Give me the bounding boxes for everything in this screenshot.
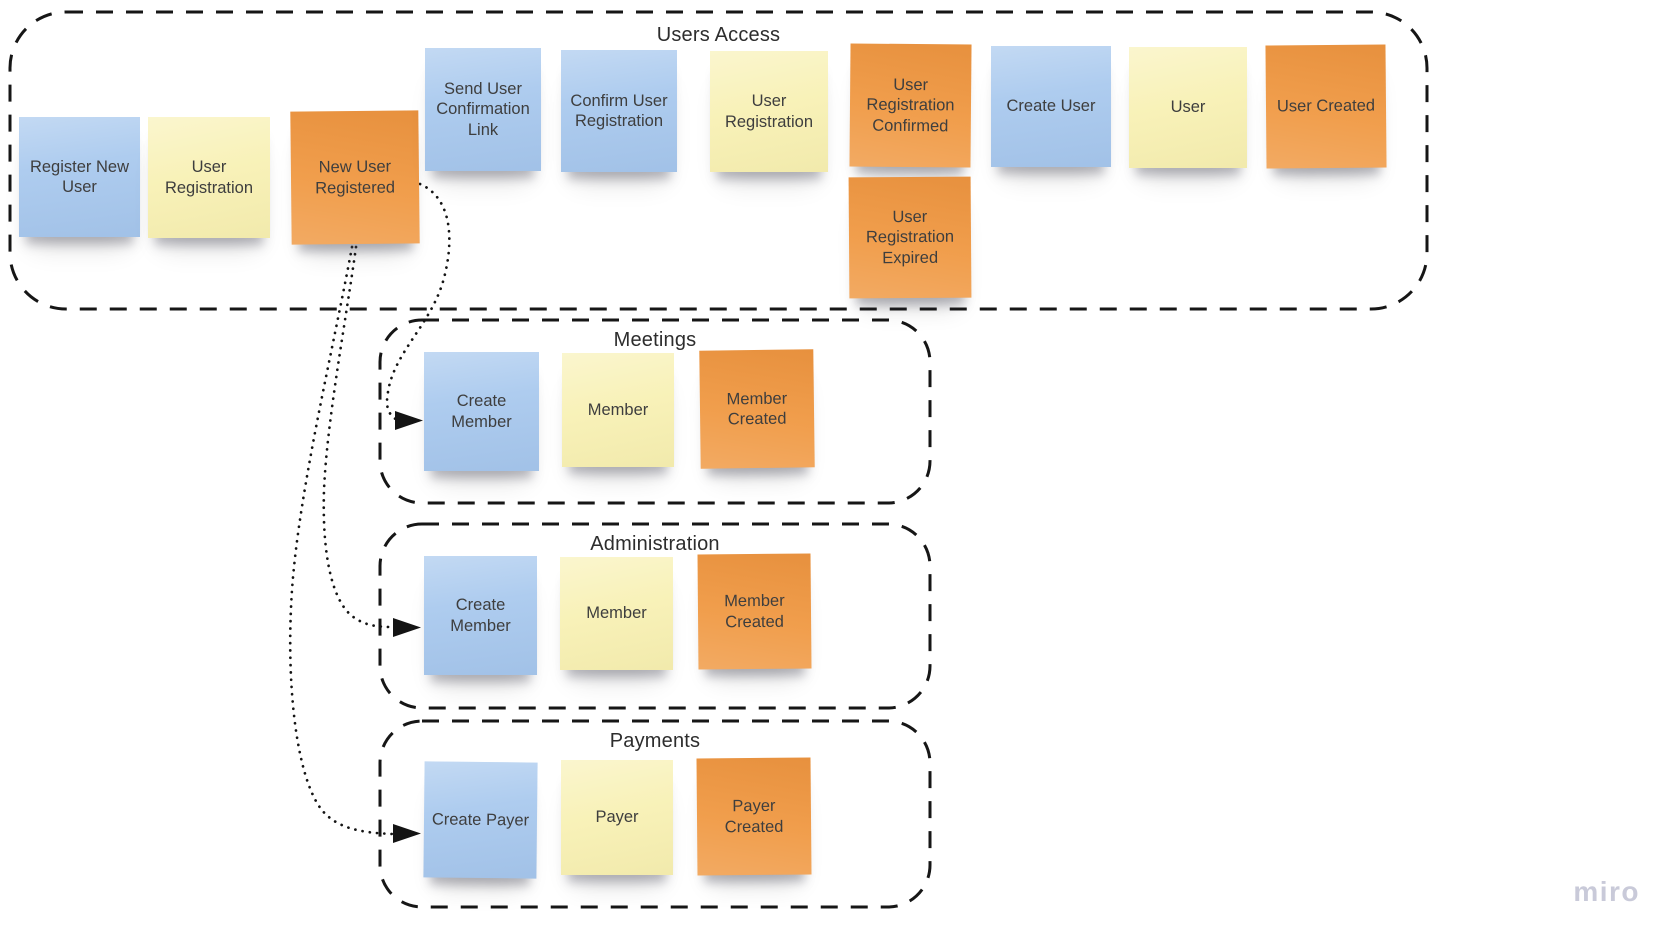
sticky-note-user[interactable]: User [1129,47,1247,168]
sticky-note-meetings-member[interactable]: Member [562,353,674,467]
sticky-note-payments-payer-created[interactable]: Payer Created [696,757,812,876]
sticky-note-user-registration-confirmed[interactable]: User Registration Confirmed [849,43,972,168]
sticky-label: User Registration [724,92,814,131]
sticky-label: Create User [1006,97,1096,116]
sticky-note-administration-member-created[interactable]: Member Created [697,553,812,670]
sticky-label: Member [587,400,649,419]
frame-outline-administration[interactable] [378,522,932,710]
sticky-label: New User Registered [315,157,396,197]
sticky-note-create-user[interactable]: Create User [991,46,1111,167]
sticky-label: User [1170,98,1206,117]
frame-title-administration[interactable]: Administration [590,533,720,555]
sticky-label: Send User Confirmation Link [436,79,530,139]
sticky-note-payments-payer[interactable]: Payer [561,760,673,875]
sticky-note-new-user-registered[interactable]: New User Registered [290,110,420,245]
miro-watermark: miro [1573,876,1640,907]
sticky-note-confirm-user-registration[interactable]: Confirm User Registration [561,50,677,172]
sticky-label: Payer [595,808,639,827]
frame-title-payments[interactable]: Payments [609,730,701,752]
sticky-note-meetings-create-member[interactable]: Create Member [424,352,539,471]
sticky-label: Register New User [29,157,130,196]
frame-outline-payments[interactable] [378,719,932,909]
sticky-label: Member [586,604,647,623]
sticky-note-user-registration-expired[interactable]: User Registration Expired [848,176,972,299]
sticky-label: Member Created [724,591,785,631]
connector-new-user-registered-to-meetings-create-member[interactable] [385,182,451,430]
sticky-note-administration-member[interactable]: Member [560,557,673,670]
frame-outline-meetings[interactable] [378,318,932,505]
sticky-label: User Registration [164,158,254,197]
sticky-label: User Registration Confirmed [866,75,955,136]
arrowhead-administration [393,618,421,637]
sticky-note-user-registration-1[interactable]: User Registration [148,117,270,238]
sticky-note-payments-create-payer[interactable]: Create Payer [423,761,538,879]
sticky-note-send-user-confirmation-link[interactable]: Send User Confirmation Link [425,48,541,171]
sticky-note-meetings-member-created[interactable]: Member Created [699,349,815,469]
frame-title-meetings[interactable]: Meetings [613,329,697,351]
sticky-note-user-created[interactable]: User Created [1265,44,1387,169]
sticky-label: Member Created [726,389,788,429]
sticky-label: User Registration Expired [865,207,955,267]
sticky-note-user-registration-2[interactable]: User Registration [710,51,828,172]
sticky-note-register-new-user[interactable]: Register New User [19,117,140,237]
sticky-label: Confirm User Registration [570,91,668,130]
connector-new-user-registered-to-administration-create-member[interactable] [322,245,421,637]
sticky-label: Create Member [450,596,511,635]
connector-new-user-registered-to-payments-create-payer[interactable] [288,245,421,843]
sticky-label: Create Payer [431,810,530,830]
frame-title-users-access[interactable]: Users Access [656,24,781,46]
sticky-label: Create Member [451,392,512,431]
arrowhead-payments [393,824,421,843]
sticky-note-administration-create-member[interactable]: Create Member [424,556,537,675]
frame-outline-users-access[interactable] [8,10,1429,311]
sticky-label: User Created [1276,96,1376,116]
arrowhead-meetings [395,411,423,430]
sticky-label: Payer Created [724,796,784,836]
